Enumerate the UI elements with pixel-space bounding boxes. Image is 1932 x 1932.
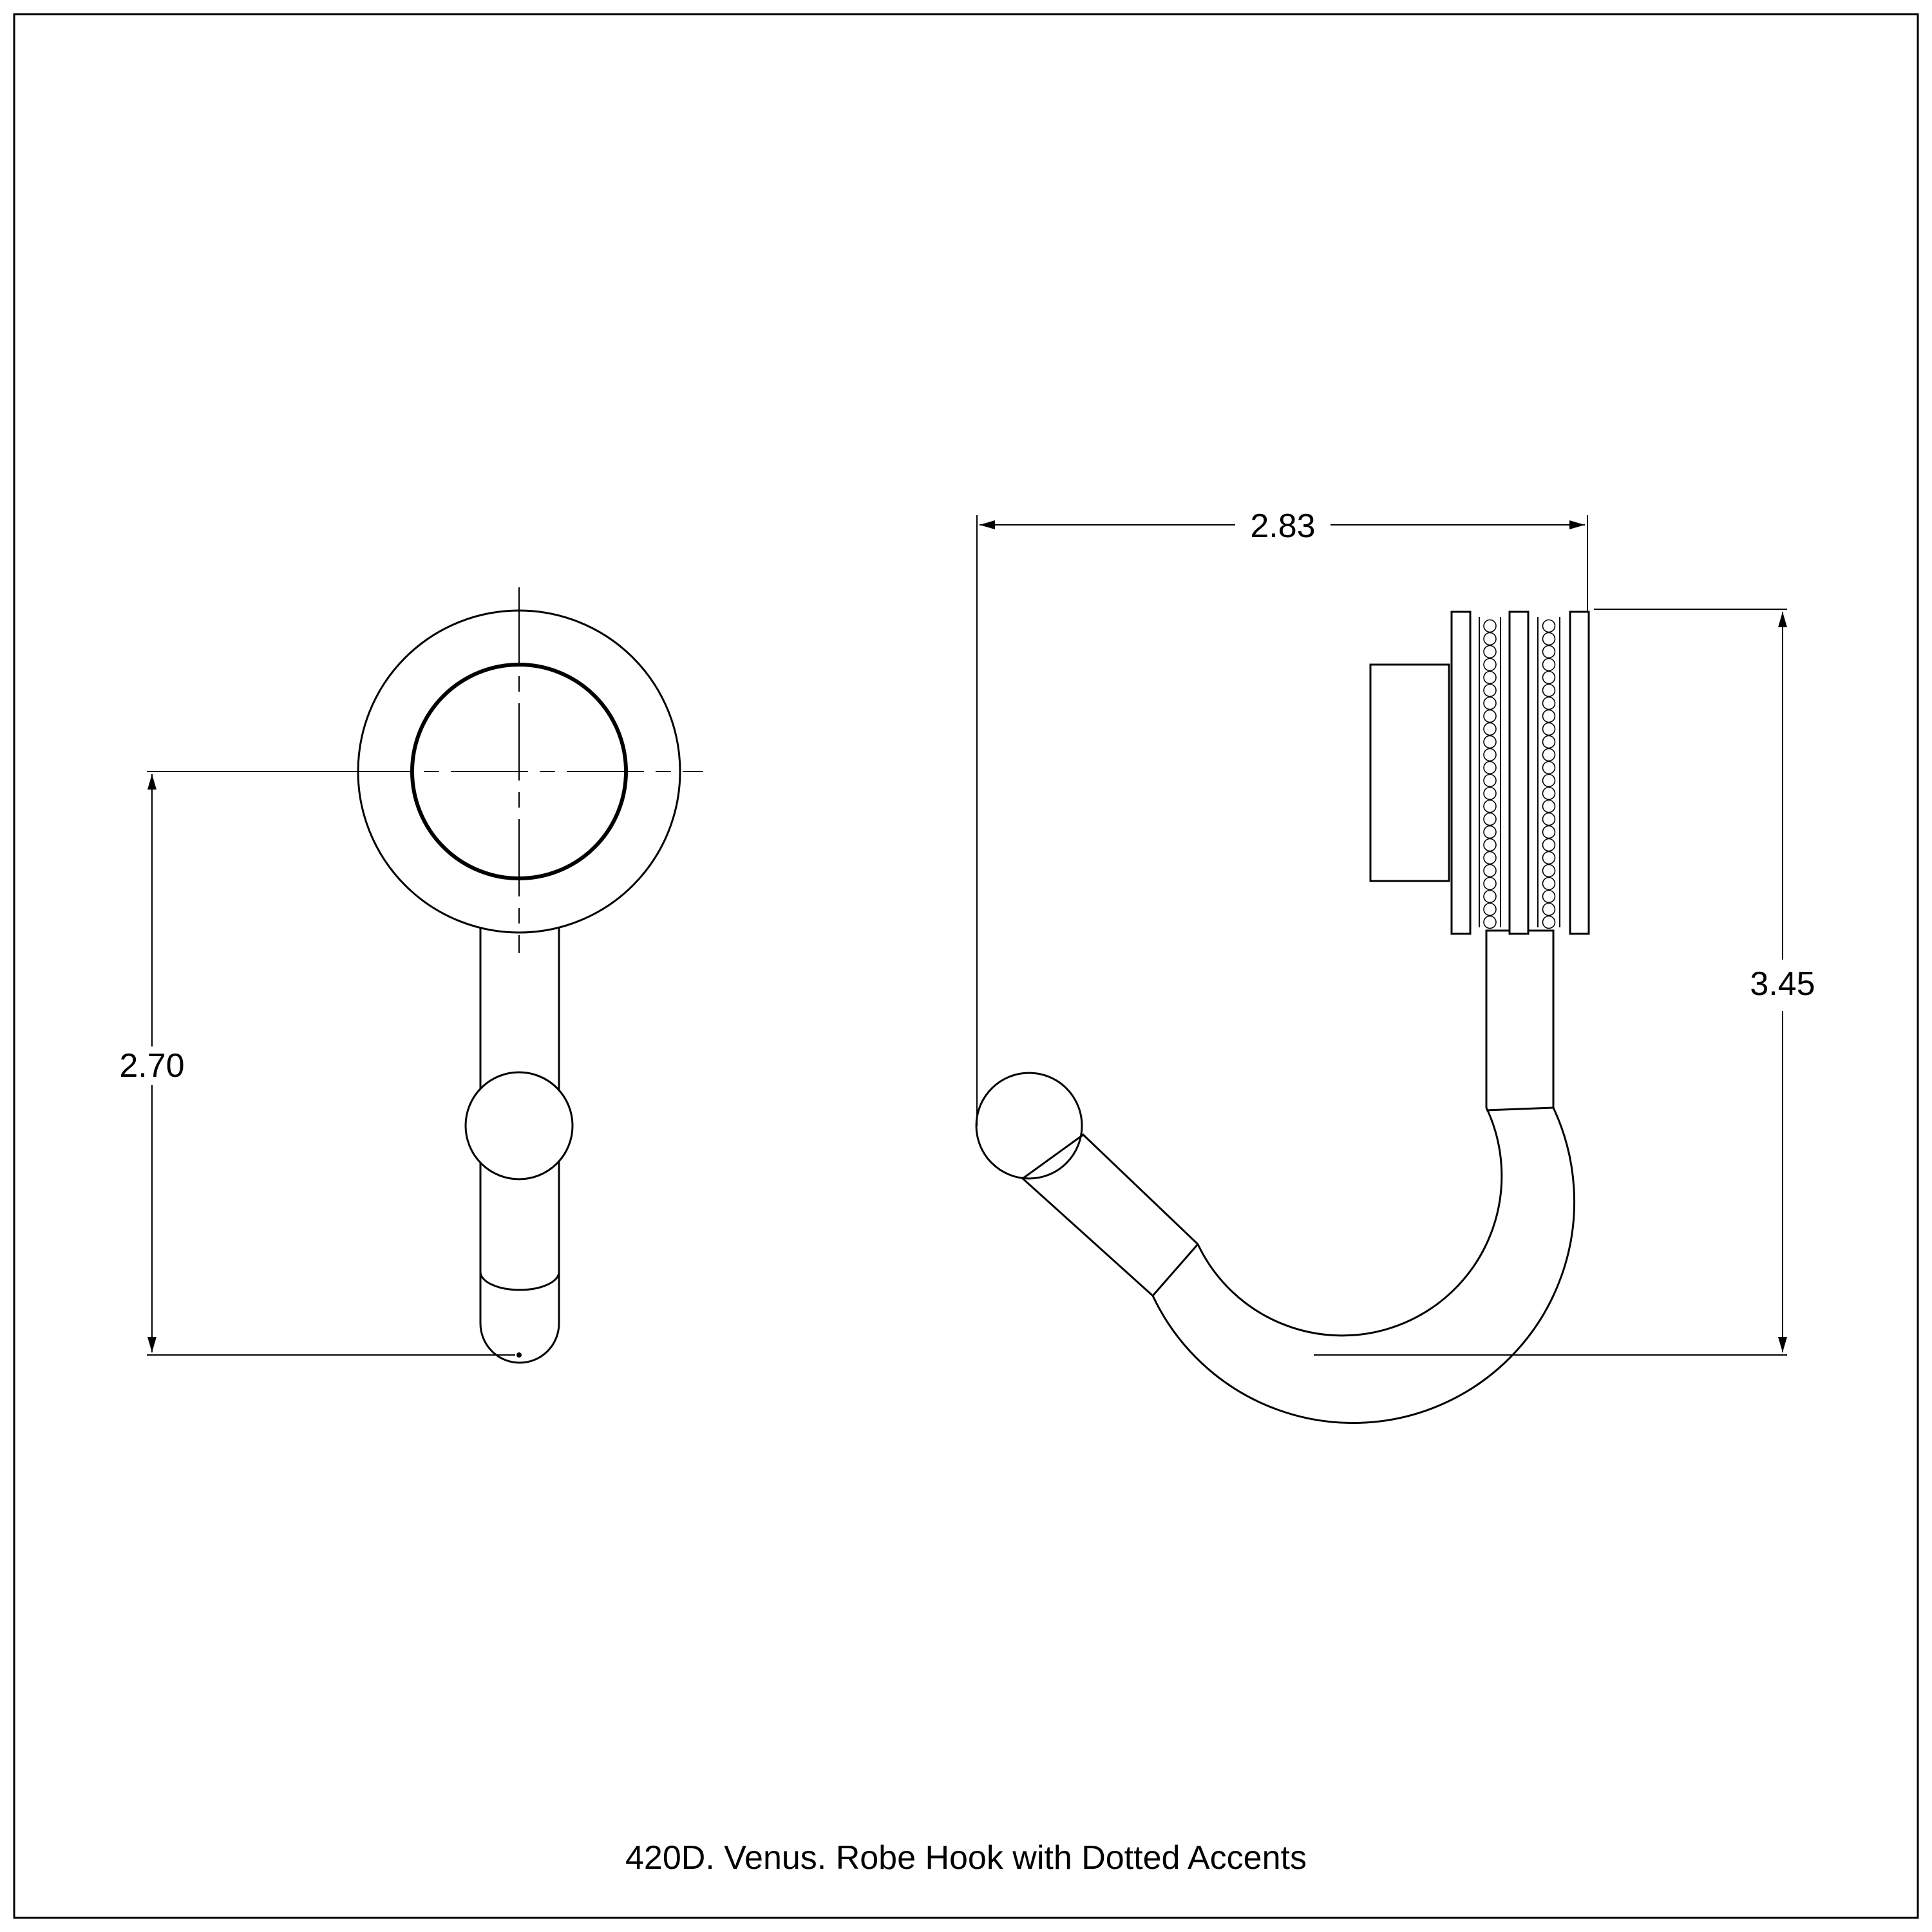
accent-bead <box>1483 632 1497 646</box>
side-tip-joint <box>1022 1133 1084 1180</box>
accent-bead <box>1483 825 1497 839</box>
accent-bead <box>1542 876 1556 891</box>
dimension-front-height: 2.70 <box>119 771 515 1356</box>
front-tip-mark <box>516 1352 522 1358</box>
side-mount-block <box>1369 663 1450 882</box>
accent-bead <box>1483 889 1497 904</box>
accent-bead <box>1542 773 1556 788</box>
accent-bead <box>1483 658 1497 672</box>
side-arm-joint-upper <box>1486 1106 1554 1112</box>
accent-bead <box>1542 683 1556 697</box>
accent-bead <box>1483 748 1497 762</box>
side-rosette-plate-2 <box>1508 611 1530 935</box>
accent-bead <box>1542 838 1556 852</box>
dimension-side-height-label: 3.45 <box>1750 965 1815 1003</box>
accent-bead <box>1483 915 1497 929</box>
dimension-front-height-label: 2.70 <box>119 1047 184 1084</box>
side-dotted-accent-left <box>1479 617 1501 929</box>
accent-bead <box>1483 761 1497 775</box>
accent-bead <box>1483 696 1497 710</box>
accent-bead <box>1542 851 1556 865</box>
front-stem-collar <box>479 1271 560 1291</box>
accent-bead <box>1483 786 1497 800</box>
accent-bead <box>1483 812 1497 826</box>
accent-bead <box>1542 761 1556 775</box>
accent-bead <box>1483 683 1497 697</box>
accent-bead <box>1542 735 1556 749</box>
side-arm-joint-lower <box>1151 1244 1199 1296</box>
accent-bead <box>1483 709 1497 723</box>
accent-bead <box>1542 709 1556 723</box>
accent-bead <box>1542 658 1556 672</box>
accent-bead <box>1542 722 1556 736</box>
dimension-side-width-label: 2.83 <box>1250 507 1315 545</box>
accent-bead <box>1542 748 1556 762</box>
accent-bead <box>1483 799 1497 813</box>
accent-bead <box>1483 670 1497 685</box>
side-dotted-accent-right <box>1537 617 1560 929</box>
accent-bead <box>1542 632 1556 646</box>
accent-bead <box>1483 722 1497 736</box>
side-hook-arm <box>1021 929 1576 1425</box>
accent-bead <box>1542 619 1556 633</box>
accent-bead <box>1542 670 1556 685</box>
side-rosette-plate-1 <box>1450 611 1472 935</box>
front-view: 2.70 <box>119 587 703 1364</box>
accent-bead <box>1483 902 1497 916</box>
accent-bead <box>1542 915 1556 929</box>
accent-bead <box>1483 838 1497 852</box>
dimension-side-height: 3.45 <box>1314 609 1815 1356</box>
accent-bead <box>1542 812 1556 826</box>
side-hook-tip-ball <box>975 1072 1083 1180</box>
accent-bead <box>1483 645 1497 659</box>
accent-bead <box>1542 696 1556 710</box>
drawing-border <box>13 13 1919 1919</box>
drawing-caption: 420D. Venus. Robe Hook with Dotted Accen… <box>625 1839 1307 1877</box>
side-rosette-plate-3 <box>1569 611 1590 935</box>
accent-bead <box>1483 876 1497 891</box>
accent-bead <box>1483 619 1497 633</box>
dimension-side-width: 2.83 <box>976 507 1588 1126</box>
accent-bead <box>1542 645 1556 659</box>
accent-bead <box>1542 889 1556 904</box>
accent-bead <box>1483 735 1497 749</box>
front-knob <box>464 1071 574 1180</box>
accent-bead <box>1483 773 1497 788</box>
side-view: 2.83 3.45 <box>975 507 1815 1425</box>
accent-bead <box>1542 786 1556 800</box>
accent-bead <box>1542 864 1556 878</box>
accent-bead <box>1483 864 1497 878</box>
accent-bead <box>1542 799 1556 813</box>
accent-bead <box>1483 851 1497 865</box>
accent-bead <box>1542 902 1556 916</box>
accent-bead <box>1542 825 1556 839</box>
